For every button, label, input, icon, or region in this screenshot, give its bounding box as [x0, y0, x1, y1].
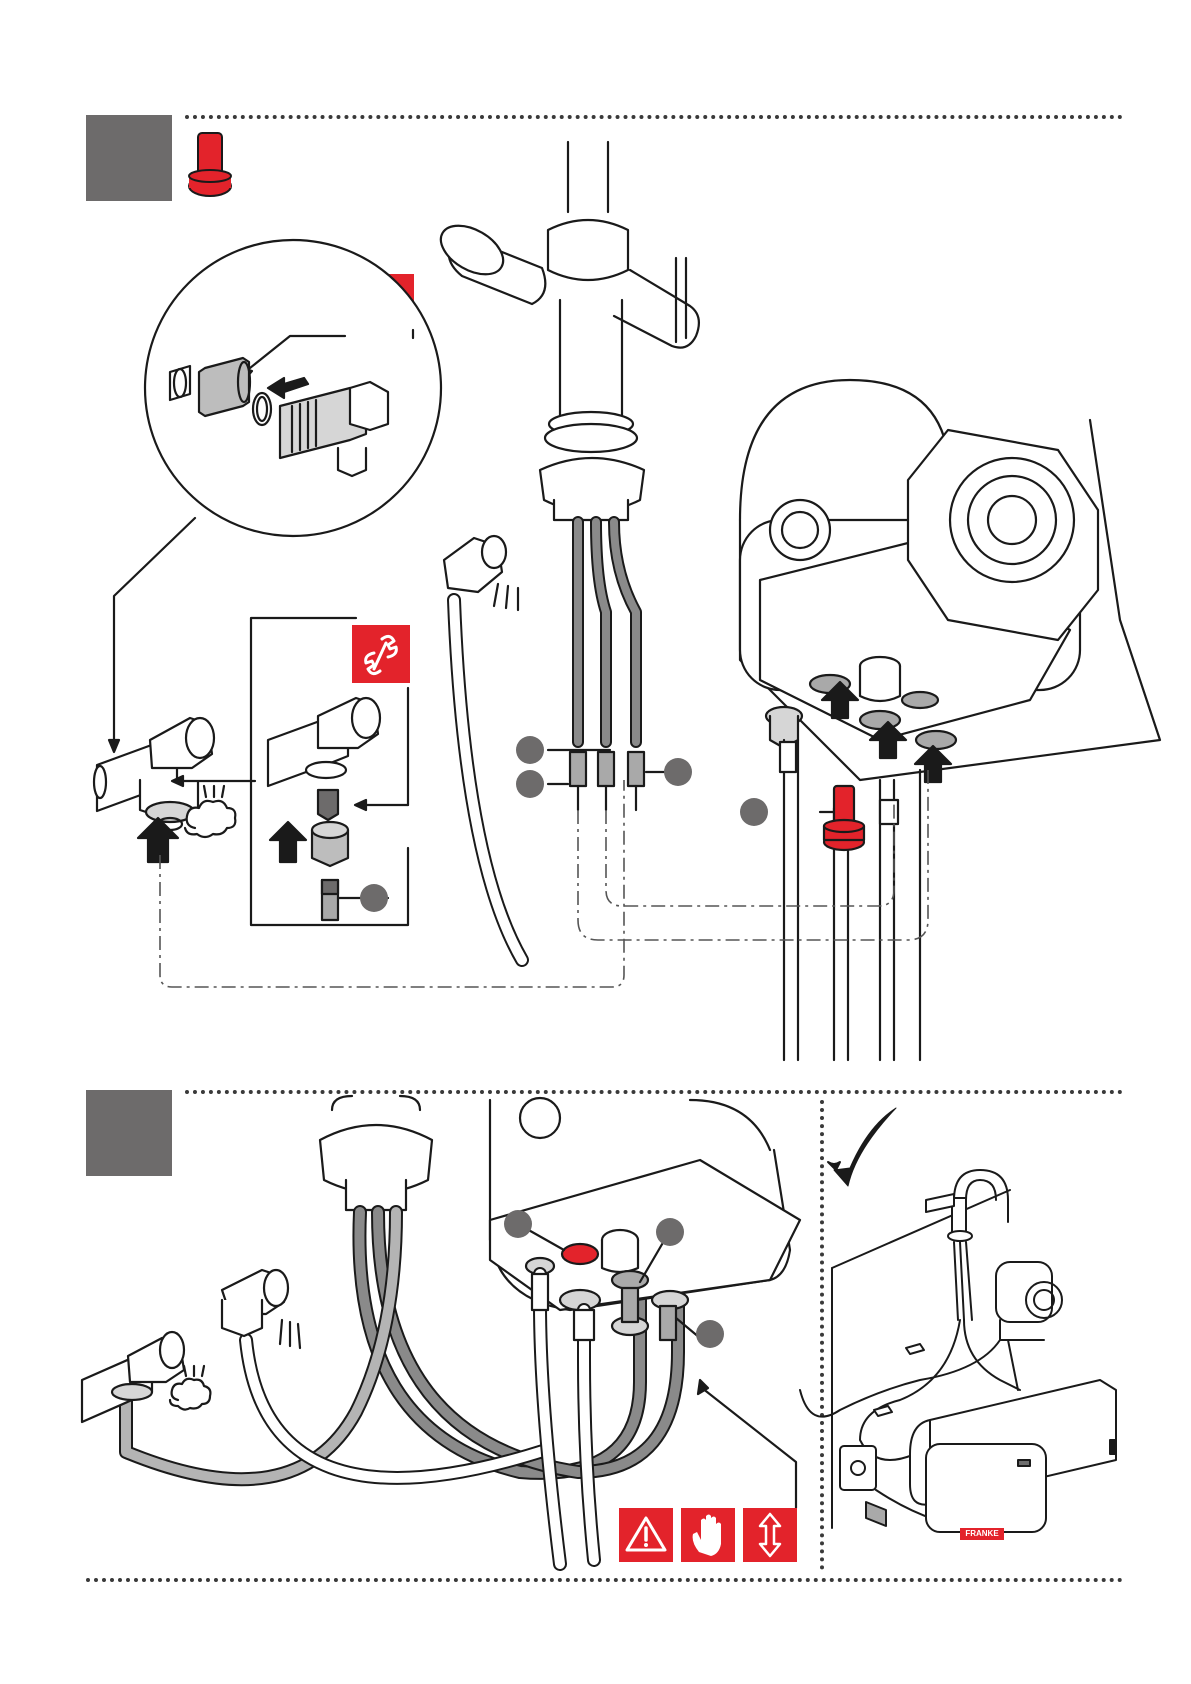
- brand-label: FRANKE: [960, 1528, 1004, 1540]
- check-mark-icon: [834, 1108, 896, 1186]
- brand-label-text: FRANKE: [960, 1528, 1004, 1540]
- bottom-divider: [86, 1578, 1123, 1582]
